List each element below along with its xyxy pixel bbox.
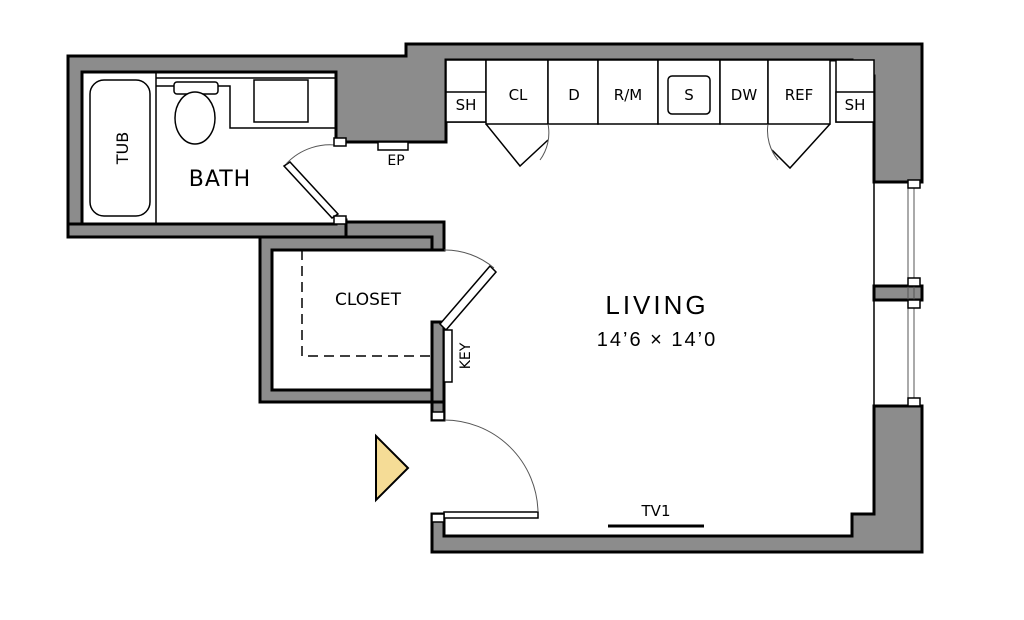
tub-label: TUB	[113, 132, 132, 165]
living-room-label: LIVING	[605, 290, 708, 320]
ep-label: EP	[387, 153, 404, 169]
closet-label: CLOSET	[335, 290, 402, 310]
window-mullion	[872, 284, 924, 302]
window-jamb-mid-bottom	[907, 299, 921, 309]
cl-cabinet-door	[485, 123, 549, 168]
living-room-dimensions: 14’6 × 14’0	[597, 329, 717, 351]
closet-door[interactable]	[438, 264, 498, 332]
key-label: KEY	[458, 342, 474, 369]
electrical-panel	[377, 141, 409, 151]
closet-wall	[258, 235, 446, 422]
toilet-bowl	[174, 91, 216, 145]
bath-sink	[253, 79, 309, 123]
kitchen-unit-rm: R/M	[614, 86, 642, 104]
window-jamb-top	[907, 179, 921, 189]
kitchen-unit-dw: DW	[731, 86, 758, 104]
bath-label: BATH	[189, 167, 251, 192]
closet-shelf	[301, 250, 432, 357]
kitchen-unit-d: D	[568, 86, 580, 104]
kitchen-unit-s: S	[684, 86, 694, 104]
kitchen-unit-sh-right: SH	[845, 96, 866, 114]
kitchen-counter	[445, 59, 875, 125]
window-jamb-mid-top	[907, 277, 921, 287]
bathtub	[89, 79, 151, 217]
key-box	[443, 329, 453, 383]
bath-door[interactable]	[282, 161, 340, 219]
closet-right-wall	[430, 320, 446, 404]
entry-marker	[375, 433, 410, 503]
kitchen-unit-sh-left: SH	[456, 96, 477, 114]
tv-label: TV1	[641, 502, 671, 520]
window-jamb-bottom	[907, 397, 921, 407]
bath-door-swing	[285, 144, 343, 165]
kitchen-unit-ref: REF	[785, 86, 814, 104]
ref-door	[771, 123, 831, 170]
entry-door-swing	[443, 419, 539, 513]
entry-door[interactable]	[443, 511, 539, 519]
kitchen-unit-cl: CL	[509, 86, 528, 104]
bottom-wall	[430, 404, 924, 554]
bath-left-wall	[66, 218, 348, 239]
kitchen-sink	[667, 75, 711, 115]
